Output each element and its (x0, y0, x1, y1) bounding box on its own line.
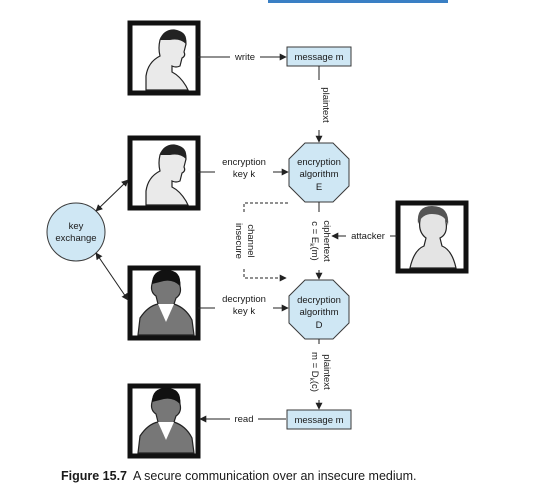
receiver-portrait-read (127, 383, 201, 459)
sender-portrait-encrypt (127, 135, 201, 211)
receiver-portrait-decrypt (127, 265, 201, 341)
write-label: write (234, 52, 255, 63)
insecure-line1: insecure (233, 223, 244, 259)
enc-alg-line1: encryption (297, 157, 341, 168)
key-exchange-line1: key (69, 221, 84, 232)
attacker-portrait (395, 200, 469, 274)
plaintext-bottom-formula: m = Dk(c) (308, 352, 320, 392)
enc-alg-line2: algorithm (299, 169, 338, 180)
key-exchange-circle (46, 202, 106, 262)
message-box-bottom (286, 409, 352, 430)
plaintext-top-label: plaintext (320, 87, 331, 123)
message-top-label: message m (294, 52, 343, 63)
key-exchange-arrow-top (95, 179, 129, 212)
ciphertext-label: ciphertext (321, 220, 332, 262)
key-exchange-arrow-bottom (95, 252, 129, 301)
plaintext-bottom-label: plaintext (321, 354, 332, 390)
enc-alg-line3: E (316, 182, 322, 193)
message-bottom-label: message m (294, 415, 343, 426)
encryption-key-line1: encryption (222, 157, 266, 168)
decryption-key-line2: key k (233, 306, 255, 317)
decryption-key-line1: decryption (222, 294, 266, 305)
read-label: read (234, 414, 253, 425)
top-crop-remnant (268, 0, 448, 3)
encryption-key-line2: key k (233, 169, 255, 180)
dec-alg-line3: D (316, 320, 323, 331)
ciphertext-formula: c = Ek(m) (308, 221, 320, 260)
sender-portrait-top (127, 20, 201, 96)
insecure-line2: channel (245, 224, 256, 257)
attacker-label: attacker (351, 231, 385, 242)
dec-alg-line1: decryption (297, 295, 341, 306)
key-exchange-line2: exchange (55, 233, 96, 244)
encryption-algorithm-octagon (288, 142, 350, 203)
dec-alg-line2: algorithm (299, 307, 338, 318)
decryption-algorithm-octagon (288, 279, 350, 340)
